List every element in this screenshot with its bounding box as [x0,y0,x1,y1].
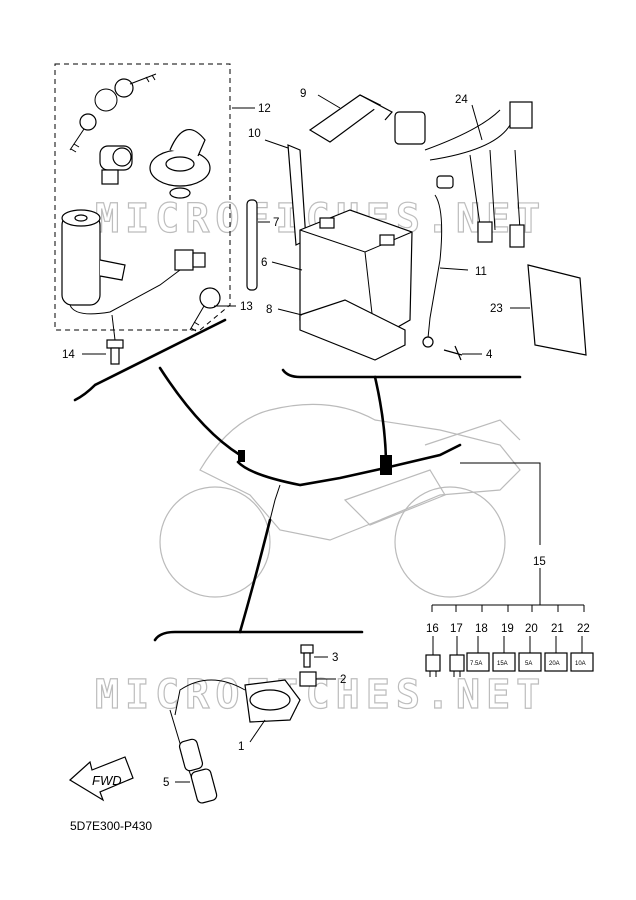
callout-22: 22 [577,623,590,635]
ignition-coil-1[interactable] [174,679,301,723]
callout-9: 9 [300,88,306,100]
negative-lead-11[interactable] [422,175,454,348]
main-switch-icon [61,209,206,315]
fuse-22-rating: 10A [575,661,586,667]
fuse-19[interactable]: 15A [492,652,516,672]
motorcycle-outline [159,403,521,598]
spark-plug-cap-5[interactable] [169,709,218,804]
key-ring-icon [69,73,157,153]
callout-19: 19 [501,623,514,635]
relay-16[interactable] [425,654,441,677]
callout-17: 17 [450,623,463,635]
bracket-left [73,318,227,402]
fuse-21-rating: 20A [549,661,560,667]
callout-2: 2 [340,674,346,686]
wire-harness-24[interactable] [424,101,533,248]
callout-15: 15 [533,556,546,568]
relay-17[interactable] [449,654,465,677]
callout-20: 20 [525,623,538,635]
callout-24: 24 [455,94,468,106]
screw-4-icon[interactable] [443,345,463,361]
diagram-code: 5D7E300-P430 [70,819,152,833]
battery-cover-23[interactable] [527,264,587,356]
battery-plate-8[interactable] [299,299,406,361]
fwd-arrow-icon: FWD [68,756,134,802]
fwd-label: FWD [92,773,122,788]
callout-12: 12 [258,103,271,115]
bracket-bottom [153,630,364,642]
callouts: 12 9 10 7 6 8 24 11 23 4 13 14 15 16 17 … [62,88,590,789]
callout-10: 10 [248,128,261,140]
fuse-18[interactable]: 7.5A [466,652,490,672]
callout-11: 11 [475,266,487,278]
callout-4: 4 [486,349,493,361]
fuse-21[interactable]: 20A [544,652,568,672]
callout-13: 13 [240,301,253,313]
switch-connector-marker [238,450,245,462]
nut-2-icon[interactable] [299,671,317,687]
fuel-cap-icon [149,129,211,199]
callout-6: 6 [261,257,267,269]
callout-7: 7 [273,217,279,229]
bracket-right [281,368,522,379]
callout-8: 8 [266,304,272,316]
callout-16: 16 [426,623,439,635]
fuse-18-rating: 7.5A [470,661,482,667]
fuse-19-rating: 15A [497,661,508,667]
battery-cover-top-part[interactable] [394,111,426,145]
breather-pipe-7[interactable] [246,199,258,291]
callout-23: 23 [490,303,503,315]
battery-connector-marker [380,455,392,475]
seat-lock-icon [99,145,133,185]
callout-3: 3 [332,652,338,664]
bolt-14-icon[interactable] [106,314,124,365]
battery-band-9[interactable] [308,94,393,143]
callout-21: 21 [551,623,564,635]
key-13-icon[interactable] [189,287,221,332]
main-harness-on-bike [236,443,462,487]
fuse-22[interactable]: 10A [570,652,594,672]
fuse-20[interactable]: 5A [518,652,542,672]
fuse-20-rating: 5A [525,661,532,667]
callout-18: 18 [475,623,488,635]
callout-14: 14 [62,349,75,361]
callout-5: 5 [163,777,169,789]
callout-1: 1 [238,741,244,753]
ignition-set-group[interactable] [54,63,231,331]
bolt-3-icon[interactable] [300,644,314,668]
